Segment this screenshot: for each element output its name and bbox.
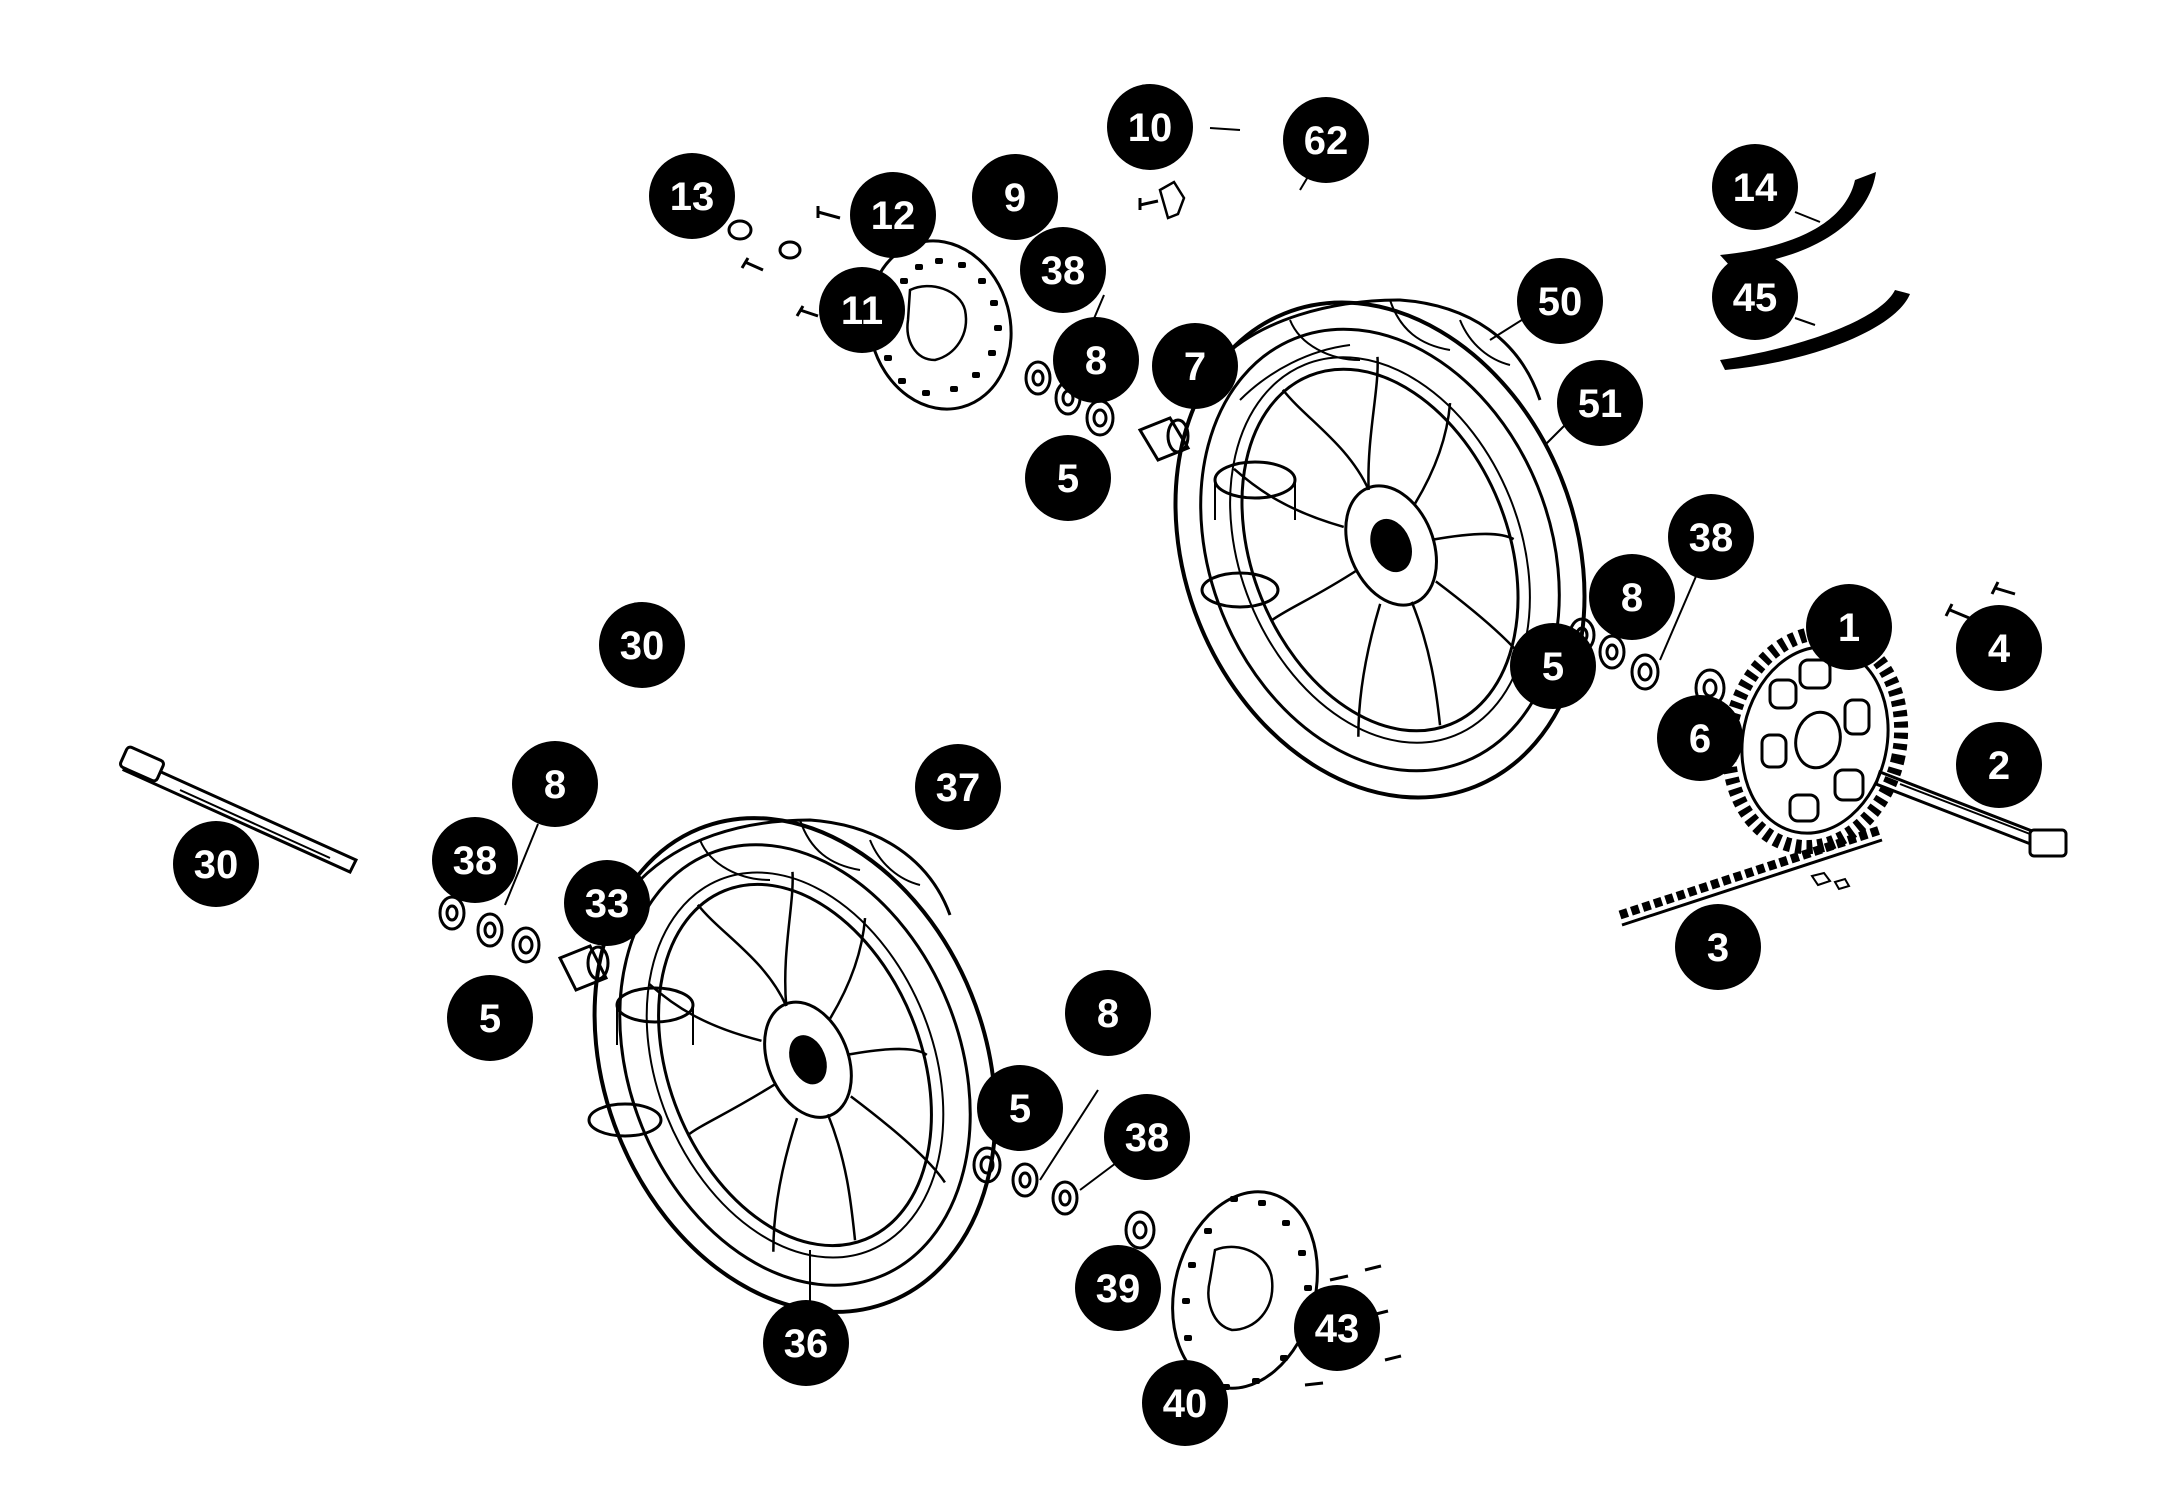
svg-text:11: 11 <box>841 289 883 333</box>
callout-8-rear-right: 8 <box>1589 554 1675 640</box>
svg-text:62: 62 <box>1304 119 1349 163</box>
mudguard-strips <box>1720 172 1910 370</box>
rear-brake-disc <box>867 239 1013 411</box>
svg-text:3: 3 <box>1707 926 1729 970</box>
svg-text:5: 5 <box>1057 457 1079 501</box>
callout-8-front-right: 8 <box>1065 970 1151 1056</box>
callout-40: 40 <box>1142 1360 1228 1446</box>
svg-text:39: 39 <box>1096 1267 1141 1311</box>
callout-37: 37 <box>915 744 1001 830</box>
svg-text:14: 14 <box>1733 166 1778 210</box>
svg-text:8: 8 <box>1097 992 1119 1036</box>
callout-30-axle: 30 <box>173 821 259 907</box>
svg-text:40: 40 <box>1163 1382 1208 1426</box>
svg-text:8: 8 <box>1085 339 1107 383</box>
rear-axle <box>1874 770 2068 858</box>
callout-10: 10 <box>1107 84 1193 170</box>
callout-6: 6 <box>1657 695 1743 781</box>
svg-text:4: 4 <box>1988 627 2011 671</box>
callout-13: 13 <box>649 153 735 239</box>
svg-text:2: 2 <box>1988 744 2010 788</box>
callout-38-front-left: 38 <box>432 817 518 903</box>
callout-5-front-left: 5 <box>447 975 533 1061</box>
callout-4: 4 <box>1956 605 2042 691</box>
svg-text:43: 43 <box>1315 1307 1360 1351</box>
svg-text:9: 9 <box>1004 176 1026 220</box>
callout-38-front-right: 38 <box>1104 1094 1190 1180</box>
callout-45: 45 <box>1712 254 1798 340</box>
svg-text:30: 30 <box>620 624 665 668</box>
callout-8-rear-left: 8 <box>1053 317 1139 403</box>
svg-text:12: 12 <box>871 194 916 238</box>
svg-text:38: 38 <box>1689 516 1734 560</box>
svg-text:51: 51 <box>1578 382 1623 426</box>
rear-wheel <box>1173 298 1587 800</box>
svg-text:45: 45 <box>1733 276 1778 320</box>
svg-text:5: 5 <box>1009 1087 1031 1131</box>
callout-43: 43 <box>1294 1285 1380 1371</box>
front-axle <box>119 745 359 874</box>
callout-33: 33 <box>564 860 650 946</box>
callout-5-rear-right: 5 <box>1510 623 1596 709</box>
callout-5-rear-left: 5 <box>1025 435 1111 521</box>
front-wheel <box>587 816 998 1314</box>
small-parts <box>438 180 2016 1387</box>
svg-text:5: 5 <box>1542 645 1564 689</box>
callout-50: 50 <box>1517 258 1603 344</box>
callout-1: 1 <box>1806 584 1892 670</box>
svg-text:6: 6 <box>1689 717 1711 761</box>
svg-text:10: 10 <box>1128 106 1173 150</box>
svg-text:36: 36 <box>784 1322 829 1366</box>
callout-39: 39 <box>1075 1245 1161 1331</box>
svg-text:8: 8 <box>1621 576 1643 620</box>
callout-5-front-right: 5 <box>977 1065 1063 1151</box>
callout-8-front-left: 8 <box>512 741 598 827</box>
callout-14: 14 <box>1712 144 1798 230</box>
callout-62: 62 <box>1283 97 1369 183</box>
callout-9: 9 <box>972 154 1058 240</box>
svg-text:7: 7 <box>1184 345 1206 389</box>
svg-text:13: 13 <box>670 175 715 219</box>
svg-text:38: 38 <box>453 839 498 883</box>
svg-text:8: 8 <box>544 763 566 807</box>
callout-30-top: 30 <box>599 602 685 688</box>
callout-36: 36 <box>763 1300 849 1386</box>
callout-3: 3 <box>1675 904 1761 990</box>
callout-51: 51 <box>1557 360 1643 446</box>
callout-38-rear-right: 38 <box>1668 494 1754 580</box>
callout-2: 2 <box>1956 722 2042 808</box>
svg-text:37: 37 <box>936 766 981 810</box>
callouts: 1 2 3 4 5 5 5 5 6 7 8 8 8 8 9 10 11 12 1… <box>173 84 2042 1446</box>
svg-text:33: 33 <box>585 882 630 926</box>
svg-text:38: 38 <box>1125 1116 1170 1160</box>
callout-38-rear-left: 38 <box>1020 227 1106 313</box>
drive-chain <box>1618 825 1883 927</box>
callout-7: 7 <box>1152 323 1238 409</box>
svg-text:38: 38 <box>1041 249 1086 293</box>
svg-text:50: 50 <box>1538 280 1583 324</box>
svg-text:30: 30 <box>194 843 239 887</box>
svg-text:5: 5 <box>479 997 501 1041</box>
callout-12: 12 <box>850 172 936 258</box>
svg-text:1: 1 <box>1838 606 1860 650</box>
callout-11: 11 <box>819 267 905 353</box>
